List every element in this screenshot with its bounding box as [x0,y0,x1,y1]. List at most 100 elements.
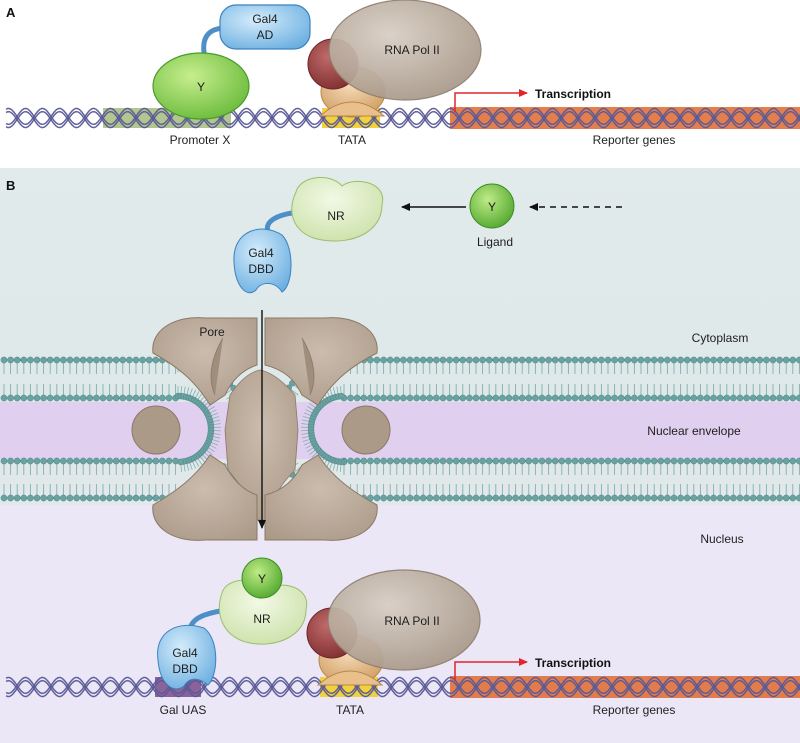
lipid-head [367,457,374,465]
lipid-head [525,457,533,465]
pore-label: Pore [199,325,225,339]
lipid-head [624,494,632,502]
panel-a: A Gal4 AD Y RNA Pol II Transcription Pro… [0,0,800,168]
lipid-head [79,494,87,502]
lipid-head [373,457,381,465]
lipid-head [492,394,500,402]
lipid-head [617,356,625,364]
lipid-head [7,394,14,402]
lipid-head [796,457,800,465]
dna-strand [5,679,800,698]
lipid-head [380,457,387,465]
lipid-head [782,494,790,502]
lipid-head [60,356,67,364]
lipid-head [650,394,658,402]
ligand-label: Ligand [477,235,513,249]
lipid-head [86,457,94,465]
lipid-head [538,494,546,502]
lipid-head [73,457,80,465]
panel-b-letter: B [6,178,15,193]
lipid-head [571,356,579,364]
lipid-head [347,457,354,465]
lipid-head [126,494,133,502]
lipid-head [393,494,401,502]
lipid-head [578,457,585,465]
lipid-head [112,494,120,502]
lipid-head [624,394,632,402]
lipid-head [664,457,671,465]
lipid-head [743,494,750,502]
nr-cytoplasm-label: NR [327,209,345,223]
lipid-head [598,356,605,364]
lipid-head [66,356,74,364]
lipid-head [46,494,54,502]
lipid-head [439,494,447,502]
lipid-head [690,356,698,364]
lipid-head [545,356,552,364]
lipid-head [479,494,486,502]
transcription-b-label: Transcription [535,656,611,670]
lipid-head [413,394,420,402]
bound-ligand-y [241,557,283,599]
lipid-head [66,394,74,402]
lipid-head [598,457,605,465]
lipid-head [79,457,87,465]
lipid-head [670,457,678,465]
lipid-head [0,356,8,364]
bound-ligand-y-label: Y [258,572,266,586]
lipid-head [426,394,434,402]
dna-strand [5,110,800,129]
gal4-dbd-cytoplasm-label-line1: Gal4 [248,246,274,260]
tbp-a [318,101,386,117]
lipid-head [400,356,407,364]
lipid-head [126,356,133,364]
lipid-head [452,356,460,364]
gal-uas-label: Gal UAS [160,703,207,717]
panel-b: B Pore Cytoplasm Nuclear envelope Nucleu… [0,168,800,743]
lipid-head [763,356,770,364]
lipid-head [99,394,107,402]
lipid-head [165,457,173,465]
lipid-head [73,494,80,502]
lipid-head [565,356,572,364]
lipid-head [499,457,506,465]
lipid-head [518,356,526,364]
lipid-head [789,356,797,364]
lipid-head [485,394,493,402]
lipid-head [106,356,113,364]
lipid-head [60,494,67,502]
lipid-head [159,457,166,465]
lipid-head [512,356,519,364]
lipid-head [730,356,737,364]
promoter-x-label: Promoter X [170,133,231,147]
lipid-head [132,394,140,402]
lipid-head [769,494,777,502]
lipid-head [33,494,41,502]
lipid-head [0,457,8,465]
lipid-head [756,457,764,465]
lipid-head [40,494,47,502]
lipid-head [400,494,407,502]
lipid-head [360,394,368,402]
lipid-head [763,494,770,502]
lipid-head [631,356,638,364]
lipid-head [139,356,146,364]
lipid-head [617,394,625,402]
lipid-head [152,457,160,465]
nuclear-envelope-label: Nuclear envelope [647,424,741,438]
lipid-head [446,356,453,364]
gal4-dbd-nucleus [157,624,217,690]
lipid-head [670,356,678,364]
lipid-head [697,457,704,465]
gal4-dbd-cytoplasm [233,228,292,294]
pore-ring-right [341,405,391,455]
lipid-head [670,494,678,502]
lipid-head [99,356,107,364]
lipid-head [406,394,414,402]
lipid-head [723,494,731,502]
lipid-head [749,457,757,465]
lipid-head [60,457,67,465]
lipid-head [99,494,107,502]
lipid-head [386,457,394,465]
lipid-head [763,394,770,402]
